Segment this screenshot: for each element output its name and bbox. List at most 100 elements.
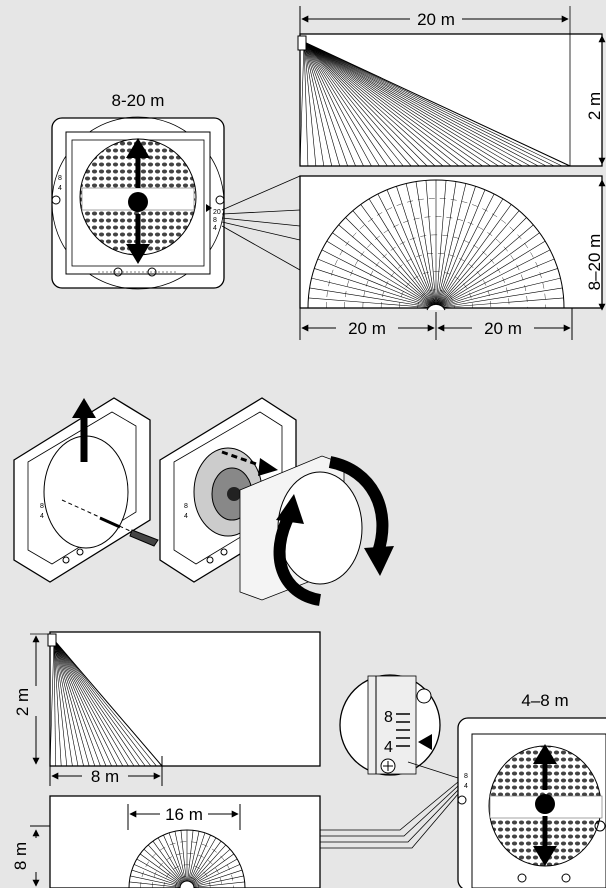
detection-ray — [53, 639, 163, 767]
detection-ray — [303, 41, 571, 167]
detection-ray — [186, 864, 241, 888]
detection-ray — [435, 277, 561, 309]
detection-ray — [314, 268, 437, 309]
detection-ray — [186, 840, 222, 888]
svg-text:8: 8 — [184, 503, 188, 510]
detection-ray — [435, 217, 527, 309]
detection-ray — [53, 639, 68, 767]
detection-ring — [140, 841, 234, 888]
detection-ray — [435, 198, 504, 309]
detection-ray — [139, 853, 188, 888]
scale-small-8-top: 8 — [213, 217, 217, 224]
detection-ray — [435, 183, 467, 309]
detection-ring — [344, 216, 528, 309]
detection-ring — [362, 234, 510, 309]
detector-front-top: 8-20 m 8 4 20 8 4 — [51, 91, 301, 290]
detection-ray — [311, 277, 437, 309]
top-depth-label: 8–20 m — [585, 234, 604, 291]
detection-ray — [174, 831, 188, 888]
top-plan-detection-fan — [307, 179, 565, 309]
svg-text:4: 4 — [184, 513, 188, 520]
zoom-scale-8: 8 — [384, 709, 393, 726]
detection-ray — [186, 830, 194, 888]
scale-8-top: 8 — [58, 175, 62, 182]
detection-ray — [303, 41, 412, 167]
zoom-scale-4: 4 — [384, 739, 393, 756]
detection-ray — [303, 41, 507, 167]
detection-ring — [163, 864, 211, 888]
scale-20-top: 20 — [213, 209, 221, 216]
scale-small-4-top: 4 — [213, 225, 217, 232]
detection-ray — [303, 41, 515, 167]
detection-ray — [186, 834, 211, 888]
detection-ray — [53, 639, 62, 767]
detection-ray — [53, 639, 157, 767]
detection-ray — [345, 217, 437, 309]
detection-ray — [317, 258, 437, 309]
detection-ray — [53, 639, 135, 767]
detection-ray — [303, 41, 523, 167]
detection-ray — [163, 834, 188, 888]
detection-ray — [53, 639, 107, 767]
detection-ray — [303, 41, 404, 167]
top-width-label: 20 m — [417, 10, 455, 29]
detection-ray — [303, 41, 396, 167]
top-side-detection-fan — [299, 41, 571, 167]
detection-ray — [303, 41, 348, 167]
detection-ray — [131, 869, 188, 888]
detection-ray — [435, 249, 551, 309]
bottom-height-label: 2 m — [13, 688, 32, 716]
detection-ray — [180, 830, 188, 888]
detection-ray — [186, 881, 245, 888]
svg-text:8: 8 — [40, 503, 44, 510]
bottom-spread-label: 16 m — [165, 805, 203, 824]
detection-ray — [332, 232, 437, 309]
detection-ray — [303, 41, 531, 167]
detection-ray — [303, 41, 436, 167]
bottom-plan-view: 16 m 8 m — [11, 795, 321, 888]
top-height-label: 2 m — [585, 92, 604, 120]
bottom-plan-detection-fan — [128, 829, 246, 888]
detection-ray — [303, 41, 460, 167]
detection-ray — [130, 875, 188, 888]
detection-ray — [49, 639, 55, 767]
top-side-view: 20 m 2 m — [297, 6, 606, 167]
detection-ray — [435, 210, 520, 309]
detection-ray — [360, 204, 437, 309]
detection-ray — [157, 837, 188, 888]
detection-ray — [321, 249, 437, 309]
scale-zoom-detail: 8 4 — [339, 674, 441, 776]
detection-ring — [417, 289, 455, 309]
detection-ray — [186, 831, 200, 888]
detection-ray — [386, 189, 437, 309]
detection-ray — [377, 193, 437, 309]
detection-ray — [415, 181, 437, 309]
detection-ray — [303, 41, 388, 167]
detection-ray — [303, 41, 380, 167]
svg-text:4: 4 — [464, 783, 468, 790]
detection-ray — [303, 41, 340, 167]
detection-ray — [435, 204, 512, 309]
detection-ray — [53, 639, 124, 767]
detection-ray — [303, 41, 547, 167]
detection-ring — [128, 829, 246, 888]
top-left-half-label: 20 m — [348, 319, 386, 338]
detection-ray — [53, 639, 90, 767]
range-top-label: 8-20 m — [112, 91, 165, 110]
top-right-half-label: 20 m — [484, 319, 522, 338]
detection-ray — [53, 639, 56, 767]
detection-ring — [307, 179, 565, 309]
detection-ray — [303, 41, 491, 167]
detection-ray — [303, 41, 539, 167]
detection-ray — [303, 41, 420, 167]
detection-ray — [53, 639, 152, 767]
detection-ray — [53, 639, 101, 767]
detection-ray — [309, 287, 437, 309]
bottom-side-view: 2 m 8 m — [13, 631, 321, 786]
detection-ray — [435, 240, 546, 309]
bottom-side-detection-fan — [49, 639, 163, 767]
detection-ray — [303, 41, 563, 167]
detection-ray — [152, 840, 188, 888]
detection-ray — [435, 186, 476, 309]
